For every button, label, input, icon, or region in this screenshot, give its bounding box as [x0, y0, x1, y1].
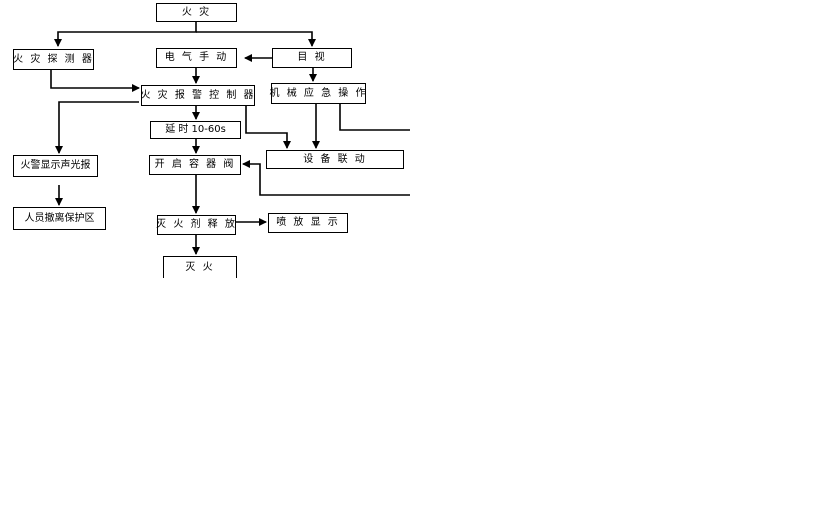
edge-detector-to-controller — [50, 70, 140, 92]
node-detector: 火 灾 探 测 器 — [13, 49, 94, 70]
node-spray-display: 喷 放 显 示 — [268, 213, 348, 233]
node-delay: 延 时 10-60s — [150, 121, 241, 139]
edge-controller-to-alarm — [55, 101, 139, 154]
edge-fire-to-visual — [196, 31, 316, 47]
node-open-valve: 开 启 容 器 阀 — [149, 155, 241, 175]
edge-right-to-valve — [242, 160, 410, 196]
node-fire: 火 灾 — [156, 3, 237, 22]
edge-mechanical-right — [339, 104, 410, 131]
node-extinguish: 灭 火 — [163, 256, 237, 278]
node-release: 灭 火 剂 释 放 — [156, 215, 236, 235]
node-electric-manual: 电 气 手 动 — [156, 48, 237, 68]
node-evacuate: 人员撤离保护区 — [13, 207, 106, 230]
node-controller: 火 灾 报 警 控 制 器 — [140, 85, 255, 106]
node-alarm-display: 火警显示声光报 — [13, 155, 98, 177]
node-mechanical: 机 械 应 急 操 作 — [270, 83, 366, 104]
node-visual: 目 视 — [272, 48, 352, 68]
edge-fire-to-detector — [54, 22, 197, 47]
node-linkage: 设 备 联 动 — [266, 150, 404, 169]
edge-controller-to-linkage — [245, 106, 291, 149]
